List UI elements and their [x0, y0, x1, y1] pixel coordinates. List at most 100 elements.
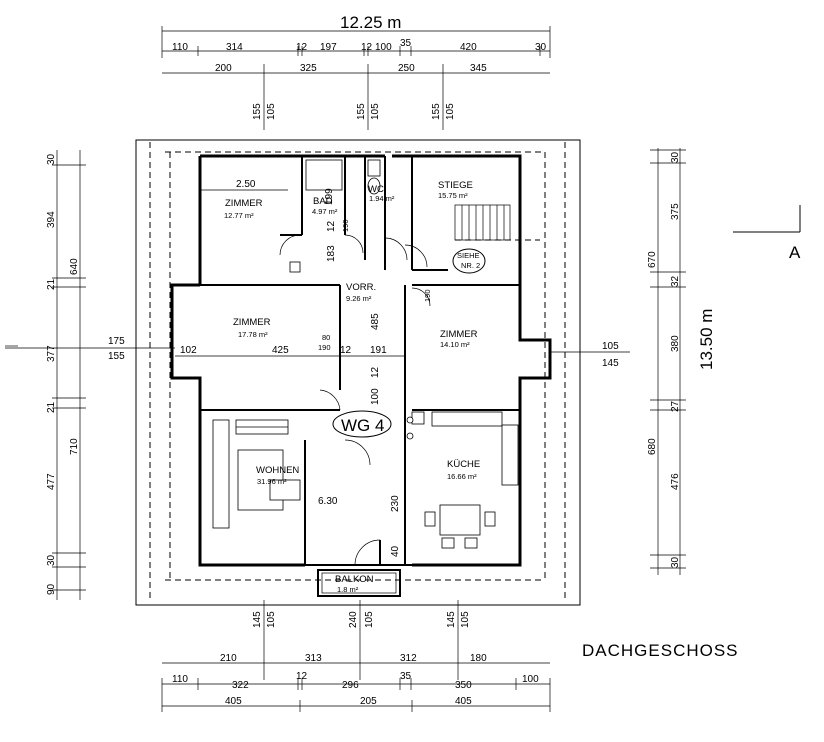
dim-bottom-r3-2: 205: [360, 696, 377, 707]
dim-left-6: 477: [46, 473, 57, 490]
dim-top-4: 197: [320, 42, 337, 53]
dim-right-side-2: 145: [602, 358, 619, 369]
room-area-bad: 4.97 m²: [312, 207, 338, 216]
inner-dim-6: 80: [322, 333, 330, 342]
dim-right-6: 476: [670, 473, 681, 490]
plan-title: DACHGESCHOSS: [582, 641, 739, 660]
dim-top-v6: 105: [445, 103, 456, 120]
dim-top-3: 12: [296, 42, 308, 53]
inner-dim-15: 6.30: [318, 496, 338, 507]
inner-dim-7: 190: [318, 343, 331, 352]
dim-right-outer-1: 670: [647, 251, 658, 268]
dim-bottom-r2-5: 35: [400, 671, 412, 682]
dim-right-4: 380: [670, 335, 681, 352]
room-area-wohnen: 31.96 m²: [257, 477, 287, 486]
room-area-zimmer-2: 17.78 m²: [238, 330, 268, 339]
room-labels: ZIMMER 12.77 m² BAD 4.97 m² WC 1.94 m² S…: [224, 180, 480, 594]
room-name-kueche: KÜCHE: [447, 459, 480, 470]
dim-top-7: 35: [400, 38, 412, 49]
inner-dim-3: 12: [326, 220, 337, 232]
flat-label-text: WG 4: [341, 416, 384, 435]
dim-bottom-r3-3: 405: [455, 696, 472, 707]
inner-dim-14: 100: [370, 388, 381, 405]
dim-right-7: 30: [670, 556, 681, 568]
dim-bottom-v5: 145: [446, 611, 457, 628]
room-name-zimmer-2: ZIMMER: [233, 317, 271, 328]
dim-bottom-r2-6: 350: [455, 680, 472, 691]
dim-left-1: 30: [46, 153, 57, 165]
dim-top-6: 100: [375, 42, 392, 53]
dim-bottom-r2-7: 100: [522, 674, 539, 685]
dim-bottom-v2: 105: [266, 611, 277, 628]
dim-left-inner-2: 710: [69, 438, 80, 455]
room-area-wc: 1.94 m²: [369, 194, 395, 203]
inner-dim-13: 12: [370, 366, 381, 378]
dim-right-1: 30: [670, 151, 681, 163]
siehe-note-line2: NR. 2: [461, 261, 480, 270]
dim-bottom-v6: 105: [460, 611, 471, 628]
inner-dim-16: 230: [390, 495, 401, 512]
room-area-balkon: 1.8 m²: [337, 585, 359, 594]
inner-dim-10: 12: [340, 345, 352, 356]
dim-top-9: 30: [535, 42, 547, 53]
dim-left-5: 21: [46, 401, 57, 413]
room-area-zimmer-3: 14.10 m²: [440, 340, 470, 349]
dim-top-v5: 155: [431, 103, 442, 120]
dim-left-side-2: 155: [108, 351, 125, 362]
dim-left-7: 30: [46, 554, 57, 566]
room-name-zimmer-1: ZIMMER: [225, 198, 263, 209]
room-name-vorraum: VORR.: [346, 282, 376, 293]
inner-dim-9: 425: [272, 345, 289, 356]
section-marker: A: [733, 205, 801, 262]
overall-height: 13.50 m: [697, 309, 716, 370]
dim-bottom-v1: 145: [252, 611, 263, 628]
dim-left-inner-1: 640: [69, 258, 80, 275]
dim-top-r2-1: 200: [215, 63, 232, 74]
room-name-zimmer-3: ZIMMER: [440, 329, 478, 340]
room-name-stiege: STIEGE: [438, 180, 473, 191]
siehe-note-line1: SIEHE: [457, 251, 480, 260]
dim-bottom-v3: 240: [348, 611, 359, 628]
room-area-kueche: 16.66 m²: [447, 472, 477, 481]
dim-bottom-r1-1: 210: [220, 653, 237, 664]
dim-top-v3: 155: [356, 103, 367, 120]
room-name-bad: BAD: [313, 196, 333, 207]
dim-top-r2-3: 250: [398, 63, 415, 74]
dim-left-8: 90: [46, 583, 57, 595]
dim-bottom-r1-4: 180: [470, 653, 487, 664]
inner-dim-1: 2.50: [236, 179, 256, 190]
inner-dim-2: 199: [324, 188, 335, 205]
inner-dimensions: 2.50 199 12 190 183 80 190 102 425 12 19…: [175, 179, 432, 557]
dim-left-3: 21: [46, 278, 57, 290]
room-name-balkon: BALKON: [335, 574, 374, 585]
inner-dim-8: 102: [180, 345, 197, 356]
dim-top-v4: 105: [370, 103, 381, 120]
room-name-wohnen: WOHNEN: [256, 465, 299, 476]
room-area-stiege: 15.75 m²: [438, 191, 468, 200]
dim-top-5: 12: [361, 42, 373, 53]
dim-bottom-v4: 105: [364, 611, 375, 628]
inner-dim-18: 190: [423, 289, 432, 302]
dim-right-outer-2: 680: [647, 438, 658, 455]
building: SIEHE NR. 2: [135, 139, 581, 606]
dim-top-2: 314: [226, 42, 243, 53]
dim-bottom-r2-4: 296: [342, 680, 359, 691]
room-area-zimmer-1: 12.77 m²: [224, 211, 254, 220]
inner-dim-11: 191: [370, 345, 387, 356]
right-dimensions: 30 375 32 380 27 476 30 670 680 13.50 m …: [550, 148, 716, 575]
dim-right-5: 27: [670, 400, 681, 412]
dim-top-v2: 105: [266, 103, 277, 120]
dim-right-2: 375: [670, 203, 681, 220]
top-dimensions: 12.25 m 110 314 12 197 12 100 35 420 30 …: [161, 13, 551, 130]
dim-bottom-r2-1: 110: [172, 674, 188, 685]
bottom-dimensions: 145 105 240 105 145 105 210 313 312 180 …: [161, 600, 551, 712]
dim-top-8: 420: [460, 42, 477, 53]
overall-width: 12.25 m: [340, 13, 401, 32]
section-marker-label: A: [789, 243, 801, 262]
dim-top-r2-4: 345: [470, 63, 487, 74]
dim-bottom-r2-3: 12: [296, 671, 308, 682]
room-name-wc: WC: [368, 184, 384, 195]
inner-dim-4: 190: [341, 219, 350, 232]
room-area-vorraum: 9.26 m²: [346, 294, 372, 303]
